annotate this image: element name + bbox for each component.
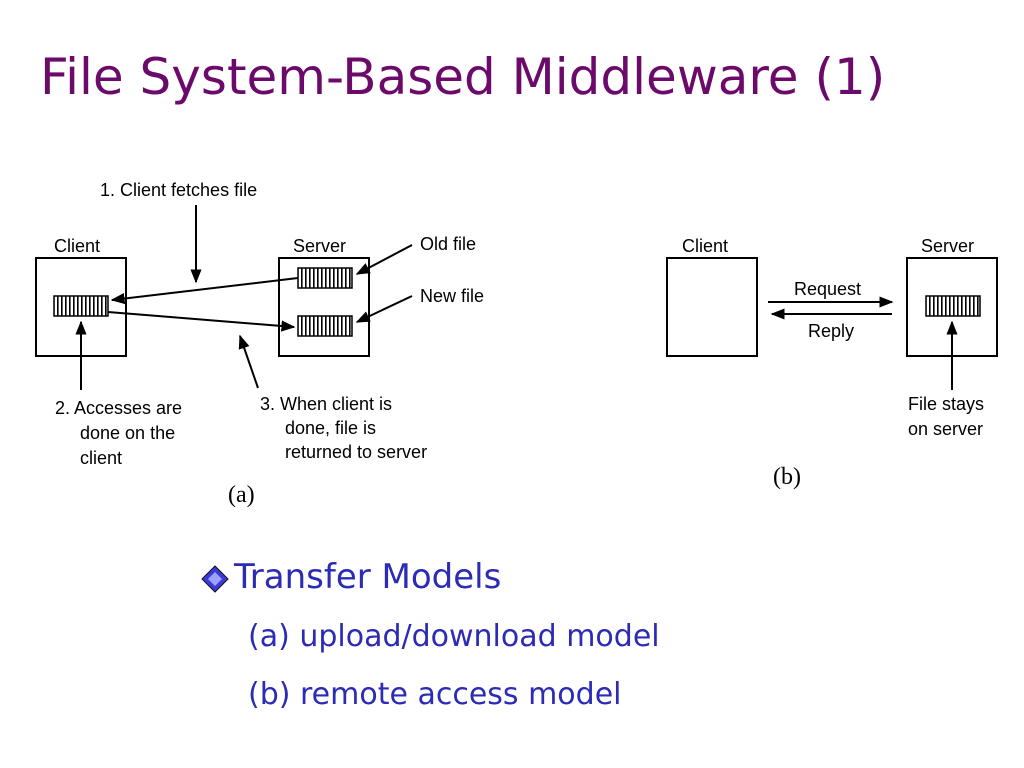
client-box-b [666,257,758,357]
old-file-arrow [355,244,413,275]
step2-label: 2. Accesses are done on the client [55,398,187,468]
old-file-label: Old file [420,234,476,254]
diagram-remote-access: Client Server Request Reply File stays o… [666,236,998,490]
request-label: Request [794,279,861,299]
server-label-b: Server [921,236,974,256]
step3-arrow [238,334,259,389]
server-label-a: Server [293,236,346,256]
client-label-a: Client [54,236,100,256]
reply-label: Reply [808,321,854,341]
bullet-heading-text: Transfer Models [234,557,502,597]
return-arrow [107,311,296,332]
step1-label: 1. Client fetches file [100,180,257,200]
new-file-arrow [355,295,413,323]
file-stays-label: File stays on server [908,394,989,439]
new-file-icon [297,315,353,337]
old-file-icon [297,267,353,289]
new-file-label: New file [420,286,484,306]
bullet-heading: Transfer Models [200,560,501,594]
server-box-a [278,257,370,357]
diamond-bullet-icon [201,564,229,593]
caption-a: (a) [228,482,255,508]
fetch-arrow [110,277,299,305]
step3-label: 3. When client is done, file is returned… [260,394,427,462]
client-label-b: Client [682,236,728,256]
bullet-item-upload-download: (a) upload/download model [248,619,660,654]
client-file-icon [53,295,109,317]
slide-title: File System-Based Middleware (1) [40,48,886,106]
diagram-upload-download: 1. Client fetches file Client Server Old… [35,180,484,508]
remote-file-icon [925,295,981,317]
bullet-item-remote-access: (b) remote access model [248,677,622,712]
caption-b: (b) [773,464,801,490]
